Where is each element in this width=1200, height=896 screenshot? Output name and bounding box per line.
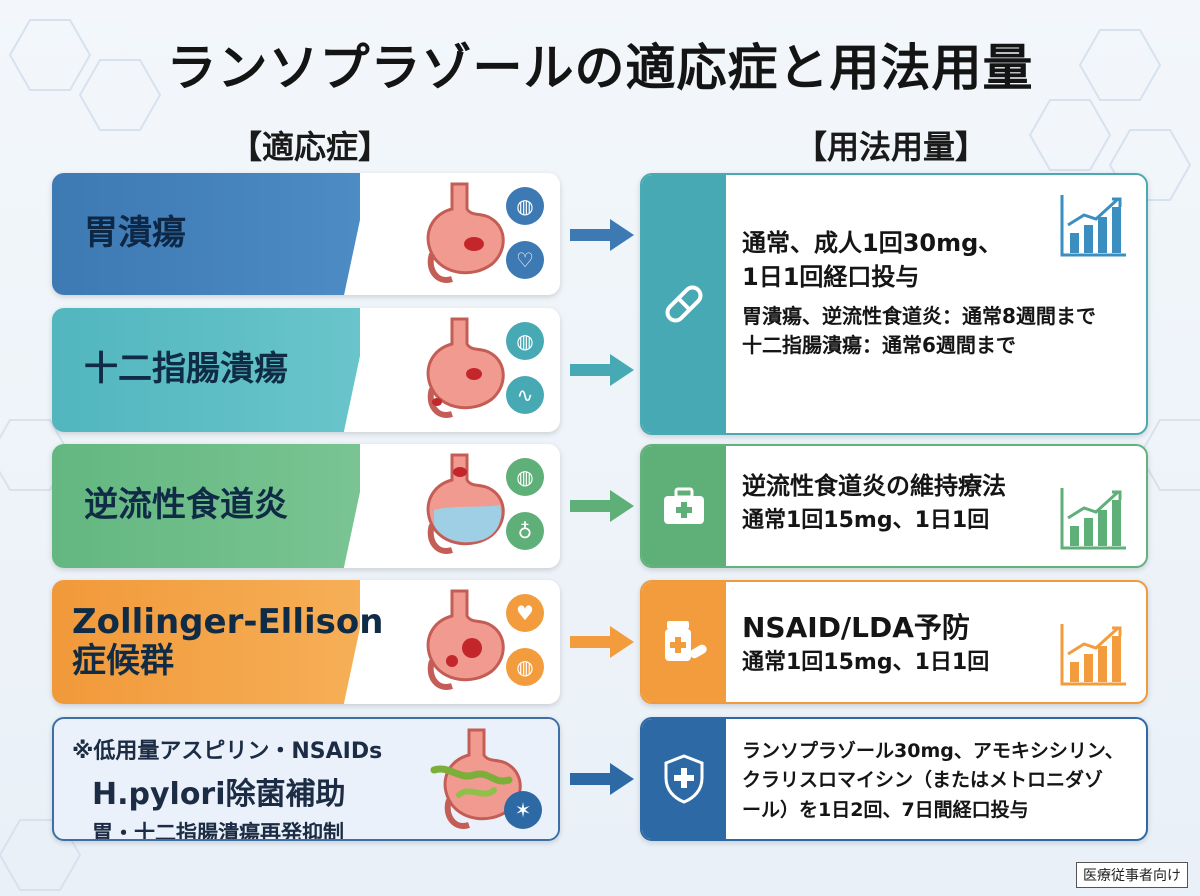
stomach-icon bbox=[426, 182, 505, 283]
indication-card-gastric-ulcer: 胃潰瘍 ◍ ♡ bbox=[52, 173, 560, 295]
heartbeat-icon: ♥ bbox=[506, 594, 544, 632]
dosage-text: 通常1回15mg、1日1回 bbox=[742, 507, 990, 533]
shield-cross-icon bbox=[664, 754, 704, 804]
bacteria-icon bbox=[430, 728, 522, 829]
indication-sublabel: 胃・十二指腸潰瘍再発抑制 bbox=[92, 821, 344, 841]
first-aid-kit-icon bbox=[664, 487, 704, 524]
dosage-card-nsaid-prevention: NSAID/LDA予防 通常1回15mg、1日1回 bbox=[640, 580, 1148, 704]
dosage-title: 逆流性食道炎の維持療法 bbox=[742, 472, 1006, 500]
arrow-right-icon bbox=[570, 354, 634, 386]
stomach-icon: ◍ bbox=[506, 187, 544, 225]
indication-card-reflux-esophagitis: 逆流性食道炎 ◍ ♁ bbox=[52, 444, 560, 568]
arrow-right-icon bbox=[570, 626, 634, 658]
dosage-card-hpylori: ランソプラゾール30mg、アモキシシリン、 クラリスロマイシン（またはメトロニダ… bbox=[640, 717, 1148, 841]
indication-label: 胃潰瘍 bbox=[84, 213, 186, 254]
heart-icon: ♡ bbox=[506, 241, 544, 279]
indications-header: 【適応症】 bbox=[230, 128, 391, 166]
stomach-icon bbox=[426, 453, 505, 554]
arrow-right-icon bbox=[570, 763, 634, 795]
dosage-text: 通常、成人1回30mg、 bbox=[742, 229, 1003, 257]
arrow-right-icon bbox=[570, 490, 634, 522]
dosage-text: ール）を1日2回、7日間経口投与 bbox=[742, 798, 1029, 821]
dosage-duration: 十二指腸潰瘍：通常6週間まで bbox=[742, 333, 1016, 358]
bar-chart-up-icon bbox=[1060, 624, 1126, 686]
bar-chart-up-icon bbox=[1060, 488, 1126, 550]
intestine-icon: ∿ bbox=[506, 376, 544, 414]
medicine-bottle-icon bbox=[665, 621, 707, 661]
indication-card-zollinger-ellison: Zollinger-Ellison 症候群 ♥ ◍ bbox=[52, 580, 560, 704]
audience-badge: 医療従事者向け bbox=[1076, 862, 1188, 888]
bar-chart-up-icon bbox=[1060, 195, 1126, 257]
indication-card-duodenal-ulcer: 十二指腸潰瘍 ◍ ∿ bbox=[52, 308, 560, 432]
dosage-text: 通常1回15mg、1日1回 bbox=[742, 650, 990, 675]
indication-card-hpylori: ※低用量アスピリン・NSAIDs H.pylori除菌補助 胃・十二指腸潰瘍再発… bbox=[52, 717, 560, 841]
indication-label: Zollinger-Ellison bbox=[72, 601, 384, 642]
indication-note: ※低用量アスピリン・NSAIDs bbox=[72, 739, 383, 764]
dosage-text: ランソプラゾール30mg、アモキシシリン、 bbox=[742, 740, 1124, 762]
bacteria-icon: ✶ bbox=[504, 791, 542, 829]
dosage-text: 1日1回経口投与 bbox=[742, 262, 920, 291]
arrow-right-icon bbox=[570, 219, 634, 251]
indication-label: 症候群 bbox=[72, 641, 174, 681]
dosage-header: 【用法用量】 bbox=[795, 128, 988, 166]
dosage-duration: 胃潰瘍、逆流性食道炎：通常8週間まで bbox=[742, 304, 1096, 329]
stomach-icon: ◍ bbox=[506, 322, 544, 360]
stomach-icon bbox=[426, 589, 505, 690]
pill-icon bbox=[665, 285, 703, 323]
indication-label: 十二指腸潰瘍 bbox=[84, 349, 288, 390]
page-title: ランソプラゾールの適応症と用法用量 bbox=[166, 39, 1034, 97]
dosage-title: NSAID/LDA予防 bbox=[742, 611, 970, 644]
dosage-card-standard: 通常、成人1回30mg、 1日1回経口投与 胃潰瘍、逆流性食道炎：通常8週間まで… bbox=[640, 173, 1148, 435]
indication-label: 逆流性食道炎 bbox=[84, 485, 288, 526]
stomach-icon bbox=[426, 317, 505, 418]
stomach-icon: ◍ bbox=[506, 458, 544, 496]
dosage-text: クラリスロマイシン（またはメトロニダゾ bbox=[742, 769, 1104, 792]
stomach-icon: ◍ bbox=[506, 648, 544, 686]
indication-label: H.pylori除菌補助 bbox=[92, 777, 346, 812]
esophagus-icon: ♁ bbox=[506, 512, 544, 550]
dosage-card-maintenance: 逆流性食道炎の維持療法 通常1回15mg、1日1回 bbox=[640, 444, 1148, 568]
